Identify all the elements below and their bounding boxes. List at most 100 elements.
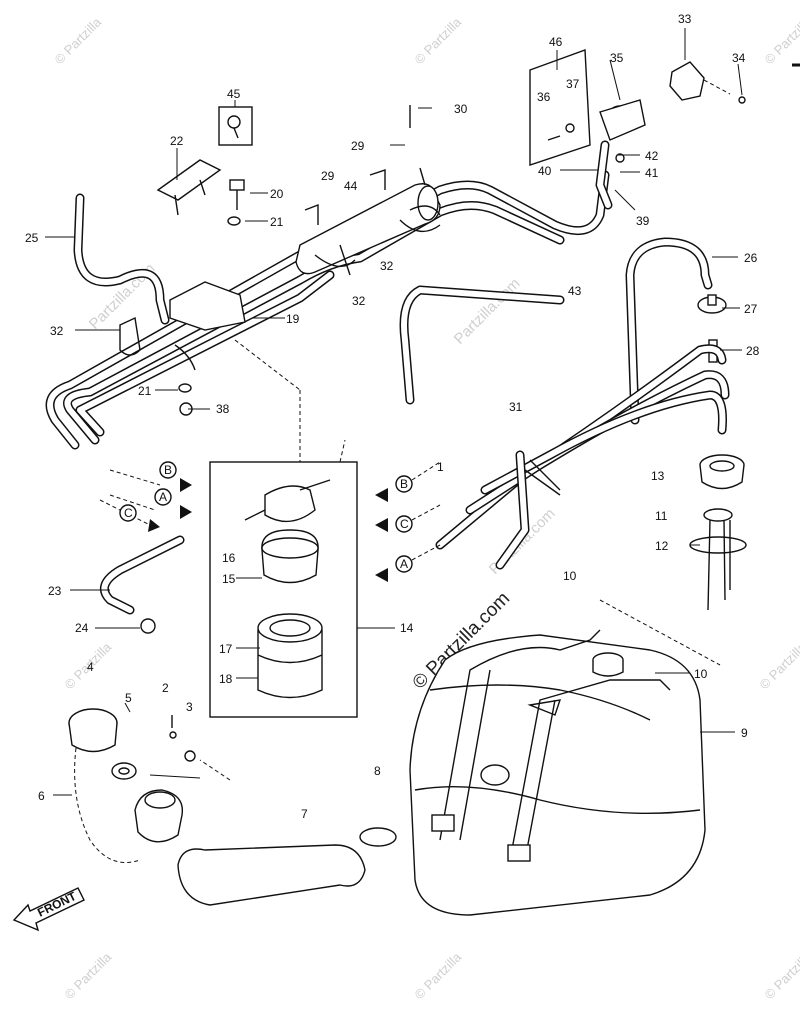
bracket-19 <box>169 281 246 331</box>
callout-24: 24 <box>75 621 89 635</box>
connection-markers: B A C B C A <box>99 339 721 781</box>
callout-40: 40 <box>538 164 552 178</box>
callout-31: 31 <box>509 400 523 414</box>
chain-6 <box>74 747 141 863</box>
bolt-box-45 <box>218 106 253 146</box>
svg-text:C: C <box>124 506 133 520</box>
watermark-bottom-right: © Partzilla <box>762 949 800 1002</box>
callout-9: 9 <box>741 726 748 740</box>
tank-body <box>409 634 706 916</box>
callout-34: 34 <box>732 51 746 65</box>
filler-cap-assembly <box>68 708 397 906</box>
watermark-site-right: Partzilla.com <box>451 275 524 348</box>
callout-18: 18 <box>219 672 233 686</box>
strap-left <box>439 629 601 841</box>
watermark-bottom-center: © Partzilla <box>412 949 465 1002</box>
callout-21-top: 21 <box>270 215 284 229</box>
callout-45: 45 <box>227 87 241 101</box>
bracket-46-outline <box>529 49 591 166</box>
callout-32-left: 32 <box>50 324 64 338</box>
callouts: 1 2 3 4 5 6 7 8 9 10 10 11 12 13 14 15 1… <box>25 12 760 821</box>
callout-8: 8 <box>374 764 381 778</box>
washer-21-top <box>227 216 241 226</box>
callout-22: 22 <box>170 134 184 148</box>
callout-41: 41 <box>645 166 659 180</box>
clamp-29 <box>369 167 426 190</box>
callout-3: 3 <box>186 700 193 714</box>
nut-3 <box>184 750 196 762</box>
callout-19: 19 <box>286 312 300 326</box>
sender-11 <box>703 508 733 522</box>
tank-outlet <box>480 764 510 786</box>
front-arrow: FRONT <box>12 887 85 932</box>
callout-17: 17 <box>219 642 233 656</box>
callout-7: 7 <box>301 807 308 821</box>
marker-c-right <box>395 515 413 533</box>
screw-2 <box>169 731 177 739</box>
callout-36: 36 <box>537 90 551 104</box>
callout-5: 5 <box>125 691 132 705</box>
fuel-tank-9 <box>409 629 706 916</box>
callout-25: 25 <box>25 231 39 245</box>
svg-text:A: A <box>159 490 167 504</box>
callout-43: 43 <box>568 284 582 298</box>
fuel-gauge-assembly <box>689 454 747 611</box>
callout-12: 12 <box>655 539 669 553</box>
callout-44: 44 <box>344 179 358 193</box>
callout-23: 23 <box>48 584 62 598</box>
clamp-8 <box>359 827 397 847</box>
watermark-top-center: © Partzilla <box>412 14 465 67</box>
callout-42: 42 <box>645 149 659 163</box>
leader-lines <box>45 28 743 796</box>
marker-b-left <box>159 461 177 479</box>
watermark-mid-right: © Partzilla <box>757 639 800 692</box>
clamp-32-right <box>399 205 441 233</box>
callout-27: 27 <box>744 302 758 316</box>
callout-39: 39 <box>636 214 650 228</box>
clamp-31 <box>524 459 561 496</box>
callout-20: 20 <box>270 187 284 201</box>
hose-31-a <box>435 344 727 550</box>
filter-bowl-18 <box>257 629 323 699</box>
callout-38: 38 <box>216 402 230 416</box>
knob-33 <box>669 61 705 101</box>
callout-16: 16 <box>222 551 236 565</box>
callout-28: 28 <box>746 344 760 358</box>
clamp-32-left <box>119 316 141 356</box>
callout-46: 46 <box>549 35 563 49</box>
callout-4: 4 <box>87 660 94 674</box>
fasteners-left <box>156 106 253 416</box>
callout-2: 2 <box>162 681 169 695</box>
svg-text:B: B <box>400 477 408 491</box>
clamp-24 <box>140 618 156 634</box>
callout-14: 14 <box>400 621 414 635</box>
callout-1: 1 <box>437 460 444 474</box>
right-hose-assembly <box>435 237 730 570</box>
fuel-cock-assembly <box>409 49 746 210</box>
svg-text:C: C <box>400 517 409 531</box>
bolt-20 <box>229 179 245 191</box>
callout-11: 11 <box>655 509 668 523</box>
canister-44 <box>295 183 441 275</box>
callout-6: 6 <box>38 789 45 803</box>
callout-21-bottom: 21 <box>138 384 152 398</box>
marker-b-right <box>395 475 413 493</box>
callout-29-b: 29 <box>321 169 335 183</box>
callout-33: 33 <box>678 12 692 26</box>
filter-head <box>264 485 316 523</box>
marker-a-left <box>154 488 172 506</box>
washer-21-bottom <box>178 383 192 393</box>
fuel-filter-box-14 <box>209 461 358 718</box>
callout-13: 13 <box>651 469 665 483</box>
callout-32-middle: 32 <box>352 294 366 308</box>
callout-30: 30 <box>454 102 468 116</box>
marker-a-right <box>395 555 413 573</box>
watermark-top-right: © Partzilla <box>762 14 800 67</box>
front-label: FRONT <box>35 889 79 920</box>
watermark-top-left: © Partzilla <box>52 14 105 67</box>
marker-c-left <box>119 504 137 522</box>
callout-32-right: 32 <box>380 259 394 273</box>
svg-text:A: A <box>400 557 408 571</box>
callout-29-a: 29 <box>351 139 365 153</box>
